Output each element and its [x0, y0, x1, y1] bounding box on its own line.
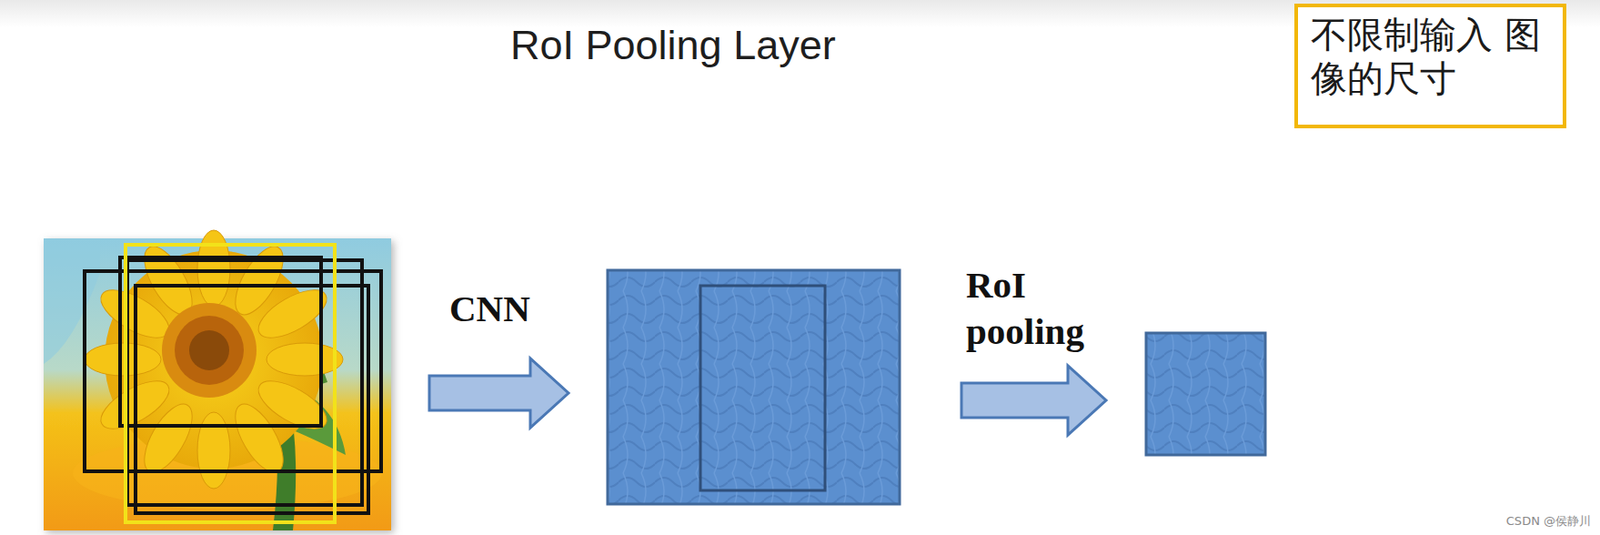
block-arrow [429, 358, 569, 428]
sunflower-photo [43, 230, 392, 531]
region-proposals [84, 244, 382, 523]
operation-label: RoI pooling [966, 261, 1126, 356]
operation-label: CNN [449, 285, 531, 333]
roi-region [700, 285, 826, 491]
title: RoI Pooling Layer [510, 21, 836, 70]
pooled-feature [1146, 332, 1266, 455]
note-box: 不限制输入 图像的尺寸 [1294, 3, 1567, 129]
block-arrow [961, 365, 1107, 435]
note-text: 不限制输入 图像的尺寸 [1310, 12, 1550, 101]
feature-map [607, 270, 900, 504]
watermark: CSDN @侯静川 [1506, 513, 1591, 530]
